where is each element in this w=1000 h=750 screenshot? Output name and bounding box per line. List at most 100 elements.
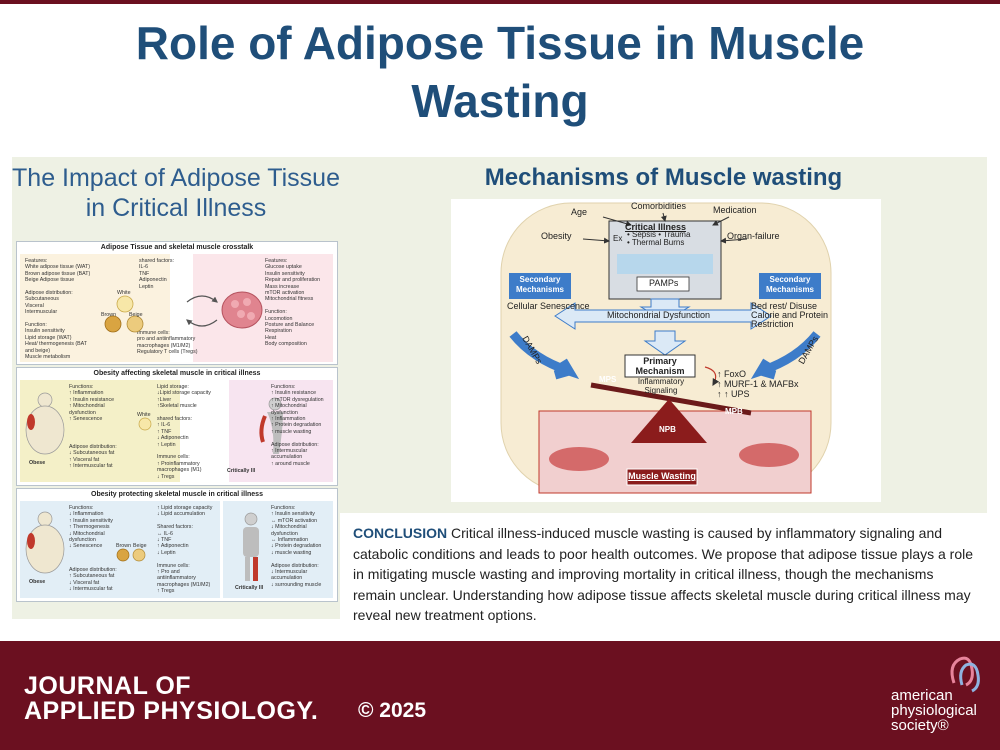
white-fat-label: White: [117, 290, 131, 296]
primary-mechanism-box: [624, 354, 696, 378]
balance-fulcrum: [631, 399, 707, 443]
affecting-obese-label: Obese: [29, 460, 46, 466]
beige-fat-cell: [126, 315, 144, 333]
critical-items-label: • Sepsis • Trauma • Thermal Burns: [627, 230, 691, 247]
beige-fat-label: Beige: [129, 312, 143, 318]
protecting-brown-label: Brown: [116, 543, 132, 549]
medication-arrow: [712, 216, 730, 226]
muscle-fiber: [247, 312, 255, 320]
journal-line1: JOURNAL OF: [24, 672, 192, 700]
damps-arrow-right: [750, 331, 821, 380]
calorie-label: Calorie and Protein Restriction: [751, 310, 829, 329]
brown-fat-label: Brown: [101, 312, 117, 318]
pamps-box: [636, 276, 690, 292]
conclusion-text: Critical illness-induced muscle wasting …: [353, 525, 974, 623]
affecting-heading: Obesity affecting skeletal muscle in cri…: [93, 370, 261, 377]
right-panel: Mechanisms of Muscle wasting: [340, 157, 987, 513]
muscle-left-icon: [549, 447, 609, 471]
white-fat-cell: [138, 417, 152, 431]
muscle-fiber: [237, 310, 245, 318]
secondary-right-label: Secondary Mechanisms: [765, 275, 815, 294]
protecting-ill-label: Critically Ill: [235, 585, 264, 591]
affecting-functions-text: Functions: ↑ Inflammation ↑ Insulin resi…: [69, 384, 115, 423]
balance-beam: [590, 382, 752, 416]
head-icon: [244, 512, 258, 526]
adipose-region: [20, 254, 170, 362]
hospital-bed-icon: [617, 254, 713, 274]
head-icon: [37, 392, 53, 408]
main-title: Role of Adipose Tissue in Muscle Wasting: [135, 17, 865, 127]
risk-age: Age: [571, 207, 588, 217]
left-panel-title: The Impact of Adipose Tissue in Critical…: [12, 164, 340, 222]
head-icon: [37, 511, 53, 527]
white-fat-cell: [116, 295, 134, 313]
cellular-senescence-label: Cellular Senescence: [507, 301, 590, 311]
crosstalk-card: Adipose Tissue and skeletal muscle cross…: [16, 241, 338, 365]
comorbidities-arrow: [660, 212, 667, 222]
protecting-beige-label: Beige: [133, 543, 147, 549]
protecting-distribution-text: Adipose distribution: ↑ Subcutaneous fat…: [69, 567, 117, 593]
arm-muscle-icon: [27, 414, 35, 430]
journal-logo: JOURNAL OF APPLIED PHYSIOLOGY.: [24, 674, 318, 724]
organ-failure-arrow: [720, 237, 748, 244]
brown-fat-cell: [116, 548, 130, 562]
crosstalk-heading: Adipose Tissue and skeletal muscle cross…: [100, 244, 254, 251]
protecting-lipid-text: ↑ Lipid storage capacity ↓ Lipid accumul…: [157, 505, 213, 595]
pamps-label: PAMPs: [649, 278, 679, 288]
leg-icon: [245, 557, 250, 581]
logo-curve: [950, 656, 974, 687]
mito-label: Mitochondrial Dysfunction: [607, 310, 711, 320]
left-panel: The Impact of Adipose Tissue in Critical…: [12, 157, 340, 619]
obese-figure-protecting: [25, 511, 259, 581]
npb-label: NPB: [659, 425, 676, 434]
head-icon: [268, 397, 282, 411]
inflammatory-label: Inflammatory Signaling: [637, 377, 685, 395]
risk-obesity: Obesity: [541, 231, 572, 241]
primary-mechanism-label: Primary Mechanism: [635, 356, 685, 376]
obese-figure-affecting: [25, 392, 283, 455]
ill-body-icon: [267, 412, 283, 454]
mechanisms-title: Mechanisms of Muscle wasting: [484, 164, 843, 191]
copyright: © 2025: [358, 699, 427, 722]
beige-fat-cell: [132, 548, 146, 562]
muscle-right-icon: [739, 443, 799, 467]
secondary-left-label: Secondary Mechanisms: [515, 275, 565, 294]
down-arrow-to-primary: [643, 330, 687, 356]
markers-label: ↑ FoxO ↑ MURF-1 & MAFBx ↑ ↑ UPS: [717, 369, 799, 399]
society-name: american physiological society®: [891, 687, 977, 734]
affecting-distribution-text: Adipose distribution: ↓ Subcutaneous fat…: [69, 444, 117, 470]
age-arrow: [602, 216, 632, 227]
protecting-functions-text: Functions: ↓ Inflammation ↑ Insulin sens…: [69, 505, 113, 550]
risk-medication: Medication: [713, 205, 757, 215]
obesity-affecting-card: Obesity affecting skeletal muscle in cri…: [16, 367, 338, 486]
top-bar: [0, 0, 1000, 4]
ill-body-icon: [243, 527, 259, 557]
inflammatory-arrow: [704, 366, 720, 387]
mpb-label: MPB: [725, 407, 743, 416]
muscle-fiber: [243, 298, 251, 306]
risk-comorbidities: Comorbidities: [631, 201, 687, 211]
obese-body-icon: [25, 524, 65, 574]
protecting-obese-label: Obese: [29, 579, 46, 585]
critical-illness-label: Critical Illness: [625, 222, 687, 232]
affecting-white-label: White: [137, 412, 151, 418]
risk-organ-failure: Organ-failure: [727, 231, 780, 241]
affecting-ill-label: Critically Ill: [227, 468, 256, 474]
affecting-lipid-text: Lipid storage: ↓Lipid storage capacity ↑…: [157, 384, 211, 480]
bed-rest-label: Bed rest/ Disuse: [751, 301, 818, 311]
crosstalk-shared-text: shared factors: IL-6 TNF Adiponectin Lep…: [139, 258, 175, 290]
mito-double-arrow: [554, 302, 772, 330]
obesity-protecting-card: Obesity protecting skeletal muscle in cr…: [16, 488, 338, 602]
crosstalk-arrow-top: [186, 295, 218, 303]
mechanisms-diagram: [500, 202, 832, 494]
conclusion-paragraph: CONCLUSION Critical illness-induced musc…: [353, 523, 973, 626]
brown-fat-cell: [104, 315, 122, 333]
obese-body-icon: [25, 405, 65, 455]
crosstalk-immune-text: Immune cells: pro and antiinflammatory m…: [137, 330, 198, 356]
damps-arrow-left: [509, 331, 580, 380]
crosstalk-muscle-text: Features: Glucose uptake Insulin sensiti…: [265, 258, 321, 348]
aps-logo-icon: [950, 656, 980, 693]
mechanisms-figure: Age Comorbidities Medication Obesity Org…: [451, 199, 881, 502]
muscle-fiber: [231, 300, 239, 308]
leg-muscle-icon: [253, 557, 258, 581]
